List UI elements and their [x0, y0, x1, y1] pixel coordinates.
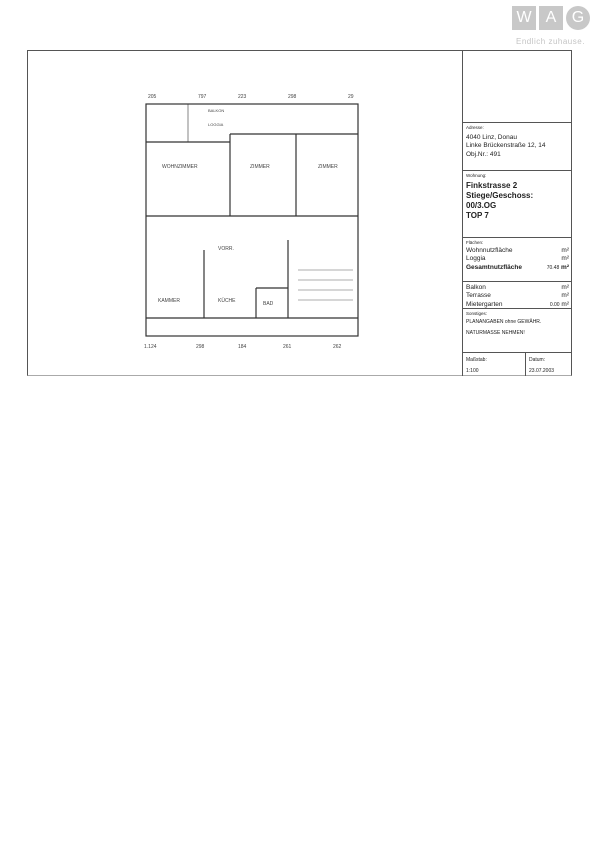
logo-slogan: Endlich zuhause.: [516, 37, 585, 46]
dim-top: 797: [198, 94, 207, 100]
areas-section: Flächen: Wohnnutzfläche m² Loggia m² Ges…: [463, 237, 572, 281]
scale-cell: Maßstab: 1:100: [463, 353, 526, 376]
walls: [145, 103, 359, 337]
logo-letter: A: [539, 6, 563, 30]
apartment-line: 00/3.OG: [466, 201, 497, 210]
floor-plan-drawing: 205 797 223 298 29 WOHNZIMMER ZIMMER ZIM…: [144, 94, 359, 350]
room-label: WOHNZIMMER: [162, 164, 198, 170]
dim-bottom: 298: [196, 344, 205, 350]
stair-lines: [298, 269, 353, 301]
areas-label: Flächen:: [466, 240, 484, 245]
apartment-line: Finkstrasse 2: [466, 181, 518, 190]
room-label: BALKON: [208, 108, 224, 113]
scale-value: 1:100: [466, 368, 479, 374]
room-label: KAMMER: [158, 298, 180, 304]
address-city: 4040 Linz, Donau: [466, 133, 517, 141]
date-cell: Datum: 23.07.2003: [529, 357, 555, 374]
date-value: 23.07.2003: [529, 368, 555, 374]
notes-section: Sonstiges: PLANANGABEN ohne GEWÄHR. NATU…: [463, 308, 572, 352]
dim-top: 29: [348, 94, 354, 100]
room-label: ZIMMER: [318, 164, 338, 170]
logo-letter: W: [512, 6, 536, 30]
dim-bottom: 262: [333, 344, 342, 350]
dim-bottom: 261: [283, 344, 292, 350]
address-section: Adresse: 4040 Linz, Donau Linke Brückens…: [463, 122, 572, 170]
title-block: Adresse: 4040 Linz, Donau Linke Brückens…: [462, 50, 572, 376]
object-number: Obj.Nr.: 491: [466, 150, 501, 158]
area-row: Terrasse m²: [466, 292, 569, 300]
area-row: Wohnnutzfläche m²: [466, 246, 569, 254]
dim-bottom: 1.124: [144, 344, 157, 350]
address-label: Adresse:: [466, 125, 484, 130]
scale-date-section: Maßstab: 1:100 Datum: 23.07.2003: [463, 352, 572, 376]
notes-label: Sonstiges:: [466, 311, 488, 316]
dim-top: 205: [148, 94, 157, 100]
room-label: ZIMMER: [250, 164, 270, 170]
note-line: NATURMASSE NEHMEN!: [466, 330, 525, 336]
plan-frame: [27, 50, 572, 376]
room-label: VORR.: [218, 246, 234, 252]
apartment-line: Stiege/Geschoss:: [466, 191, 534, 200]
area-row: Balkon m²: [466, 283, 569, 291]
apartment-section: Wohnung: Finkstrasse 2 Stiege/Geschoss: …: [463, 170, 572, 237]
area-row: Loggia m²: [466, 255, 569, 263]
room-label: LOGGIA: [208, 122, 224, 127]
apartment-line: TOP 7: [466, 211, 489, 220]
note-line: PLANANGABEN ohne GEWÄHR.: [466, 319, 542, 325]
apartment-label: Wohnung:: [466, 173, 487, 178]
dim-top: 298: [288, 94, 297, 100]
address-street: Linke Brückenstraße 12, 14: [466, 142, 546, 150]
room-label: BAD: [263, 301, 274, 307]
dim-top: 223: [238, 94, 247, 100]
logo-letter: G: [566, 6, 590, 30]
dim-bottom: 184: [238, 344, 247, 350]
room-label: KÜCHE: [218, 297, 236, 304]
